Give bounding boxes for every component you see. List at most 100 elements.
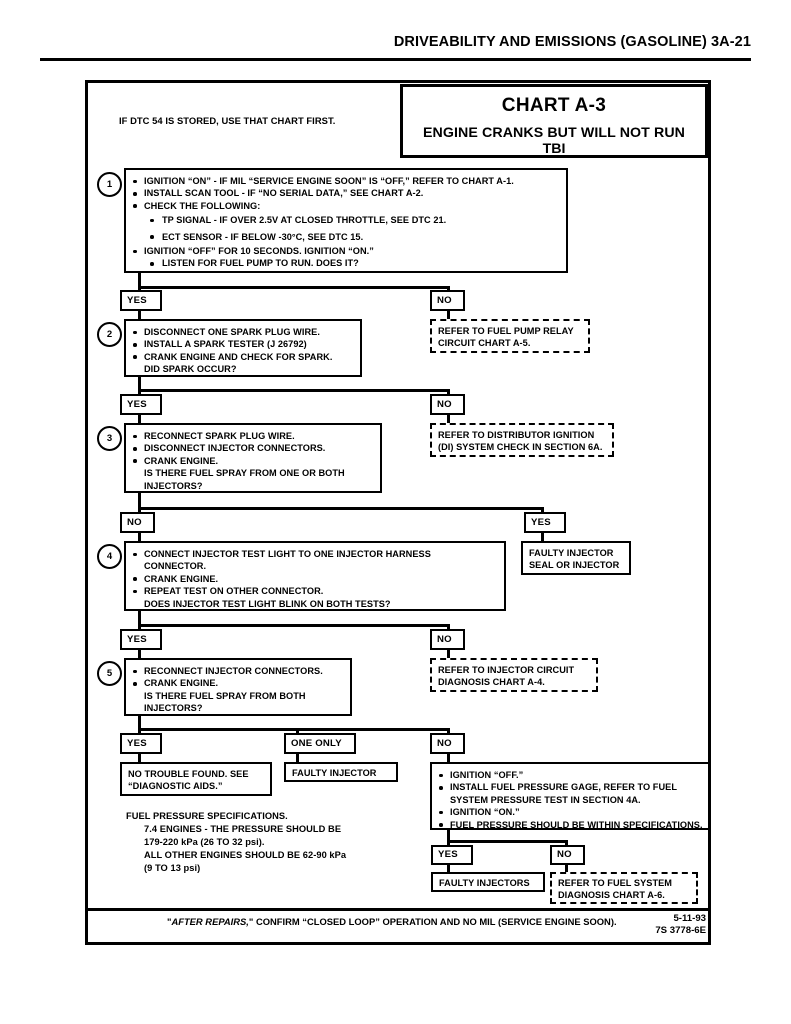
connector-no6-to-result xyxy=(565,865,568,872)
connector-yes2-to-s3 xyxy=(138,415,141,423)
result-distributor-ignition-line-1: REFER TO DISTRIBUTOR IGNITION xyxy=(438,430,595,440)
connector-s2-yes-drop xyxy=(138,389,141,397)
connector-yes4-to-s5 xyxy=(138,650,141,658)
tag-step4-no: NO xyxy=(430,629,465,650)
connector-s6-yes-drop xyxy=(447,840,450,846)
result-faulty-injector-seal-line-2: SEAL OR INJECTOR xyxy=(529,560,620,571)
specs-line-3: 179-220 kPa (26 TO 32 psi). xyxy=(144,837,265,847)
footer-note-italic: AFTER REPAIRS, xyxy=(171,916,249,927)
chart-subtitle-2: TBI xyxy=(542,141,566,157)
specs-line-4: ALL OTHER ENGINES SHOULD BE 62-90 kPa xyxy=(144,850,347,860)
connector-no2-to-result xyxy=(447,415,450,423)
step-2-line-3: CRANK ENGINE AND CHECK FOR SPARK. xyxy=(130,351,354,363)
specs-line-5: (9 TO 13 psi) xyxy=(144,863,201,873)
step-3-line-1: RECONNECT SPARK PLUG WIRE. xyxy=(130,430,374,442)
result-no-trouble-found-line-1: NO TROUBLE FOUND. SEE xyxy=(128,769,249,779)
page-header-title: DRIVEABILITY AND EMISSIONS (GASOLINE) 3A… xyxy=(393,34,751,50)
connector-s4-stem xyxy=(138,611,141,624)
tag-step5-yes: YES xyxy=(120,733,162,754)
connector-oneonly5-to-result xyxy=(296,754,299,762)
connector-s1-split xyxy=(138,286,450,289)
specs-line-2: 7.4 ENGINES - THE PRESSURE SHOULD BE xyxy=(144,824,342,834)
step-6-box: IGNITION “OFF.” INSTALL FUEL PRESSURE GA… xyxy=(430,762,710,830)
tag-step6-yes: YES xyxy=(431,845,473,865)
step-5-list: RECONNECT INJECTOR CONNECTORS. CRANK ENG… xyxy=(130,665,344,715)
tag-step5-no: NO xyxy=(430,733,465,754)
result-fuel-system-diagnosis-line-2: DIAGNOSIS CHART A-6. xyxy=(558,890,665,901)
step-2-line-2: INSTALL A SPARK TESTER (J 26792) xyxy=(130,338,354,350)
footer-note-post: " CONFIRM “CLOSED LOOP” OPERATION AND NO… xyxy=(248,916,617,927)
step-5-box: RECONNECT INJECTOR CONNECTORS. CRANK ENG… xyxy=(124,658,352,716)
tag-step4-yes: YES xyxy=(120,629,162,650)
tag-step3-yes: YES xyxy=(524,512,566,533)
connector-s1-stem xyxy=(138,273,141,286)
result-faulty-injectors-box: FAULTY INJECTORS xyxy=(431,872,545,892)
chart-title: CHART A-3 xyxy=(501,95,607,116)
step-6-line-1: IGNITION “OFF.” xyxy=(436,769,704,781)
connector-s5-oneonly-drop xyxy=(296,728,299,736)
step-6-line-2: INSTALL FUEL PRESSURE GAGE, REFER TO FUE… xyxy=(436,781,704,793)
date-code-line-1: 5-11-93 xyxy=(673,913,706,924)
tag-step5-one-only: ONE ONLY xyxy=(284,733,356,754)
connector-yes1-to-s2 xyxy=(138,311,141,319)
step-6-line-3: SYSTEM PRESSURE TEST IN SECTION 4A. xyxy=(450,794,641,805)
step-1-line-1: IGNITION “ON” - IF MIL “SERVICE ENGINE S… xyxy=(130,175,560,187)
connector-no3-to-s4 xyxy=(138,533,141,541)
step-1-line-3: CHECK THE FOLLOWING: xyxy=(130,200,560,212)
connector-no1-to-result xyxy=(447,311,450,319)
step-1-line-7: LISTEN FOR FUEL PUMP TO RUN. DOES IT? xyxy=(130,257,560,269)
connector-s3-split xyxy=(138,507,544,510)
step-1-list: IGNITION “ON” - IF MIL “SERVICE ENGINE S… xyxy=(130,175,560,270)
footer-note: "AFTER REPAIRS," CONFIRM “CLOSED LOOP” O… xyxy=(167,916,617,927)
connector-s5-yes-drop xyxy=(138,728,141,736)
step-1-line-4: TP SIGNAL - IF OVER 2.5V AT CLOSED THROT… xyxy=(130,214,560,226)
footer-note-pre: " xyxy=(167,916,172,927)
step-6-line-5: FUEL PRESSURE SHOULD BE WITHIN SPECIFICA… xyxy=(436,819,704,831)
step-3-box: RECONNECT SPARK PLUG WIRE. DISCONNECT IN… xyxy=(124,423,382,493)
step-4-line-3: CRANK ENGINE. xyxy=(130,573,498,585)
dtc-54-note: IF DTC 54 IS STORED, USE THAT CHART FIRS… xyxy=(119,115,336,126)
step-number-4: 4 xyxy=(97,544,122,569)
step-number-5: 5 xyxy=(97,661,122,686)
connector-s6-stem xyxy=(447,830,450,840)
step-4-box: CONNECT INJECTOR TEST LIGHT TO ONE INJEC… xyxy=(124,541,506,611)
connector-yes6-to-result xyxy=(447,865,450,872)
chart-subtitle: ENGINE CRANKS BUT WILL NOT RUN xyxy=(422,125,686,141)
connector-yes3-to-result xyxy=(541,533,544,541)
step-3-list: RECONNECT SPARK PLUG WIRE. DISCONNECT IN… xyxy=(130,430,374,492)
connector-s3-stem xyxy=(138,493,141,507)
result-injector-circuit-line-1: REFER TO INJECTOR CIRCUIT xyxy=(438,665,575,675)
step-1-line-6: IGNITION “OFF” FOR 10 SECONDS. IGNITION … xyxy=(130,245,560,257)
connector-s4-yes-drop xyxy=(138,624,141,632)
connector-yes5-to-result xyxy=(138,754,141,762)
step-5-line-3: IS THERE FUEL SPRAY FROM BOTH xyxy=(144,690,306,701)
connector-s6-no-drop xyxy=(565,840,568,846)
step-1-box: IGNITION “ON” - IF MIL “SERVICE ENGINE S… xyxy=(124,168,568,273)
step-3-line-3: CRANK ENGINE. xyxy=(130,455,374,467)
step-1-line-5: ECT SENSOR - IF BELOW -30°C, SEE DTC 15. xyxy=(130,231,560,243)
connector-s5-split xyxy=(138,728,450,731)
result-fuel-pump-relay-box: REFER TO FUEL PUMP RELAY CIRCUIT CHART A… xyxy=(430,319,590,353)
step-2-box: DISCONNECT ONE SPARK PLUG WIRE. INSTALL … xyxy=(124,319,362,377)
step-5-line-1: RECONNECT INJECTOR CONNECTORS. xyxy=(130,665,344,677)
fuel-pressure-specs: FUEL PRESSURE SPECIFICATIONS. 7.4 ENGINE… xyxy=(126,810,346,875)
result-no-trouble-found-box: NO TROUBLE FOUND. SEE “DIAGNOSTIC AIDS.” xyxy=(120,762,272,796)
step-number-3: 3 xyxy=(97,426,122,451)
footer-rule xyxy=(88,908,708,911)
tag-step3-no: NO xyxy=(120,512,155,533)
connector-s3-yes-drop xyxy=(541,507,544,515)
connector-s2-no-drop xyxy=(447,389,450,397)
step-1-line-2: INSTALL SCAN TOOL - IF “NO SERIAL DATA,”… xyxy=(130,187,560,199)
step-3-line-5: INJECTORS? xyxy=(144,480,203,491)
page-header-rule xyxy=(40,58,751,61)
chart-title-box: CHART A-3 ENGINE CRANKS BUT WILL NOT RUN… xyxy=(400,84,708,158)
connector-no5-to-step6 xyxy=(447,754,450,762)
connector-no4-to-result xyxy=(447,650,450,658)
step-number-1: 1 xyxy=(97,172,122,197)
result-fuel-system-diagnosis-line-1: REFER TO FUEL SYSTEM xyxy=(558,878,672,888)
connector-s4-split xyxy=(138,624,450,627)
result-distributor-ignition-box: REFER TO DISTRIBUTOR IGNITION (DI) SYSTE… xyxy=(430,423,614,457)
connector-s5-stem xyxy=(138,716,141,728)
step-3-line-2: DISCONNECT INJECTOR CONNECTORS. xyxy=(130,442,374,454)
